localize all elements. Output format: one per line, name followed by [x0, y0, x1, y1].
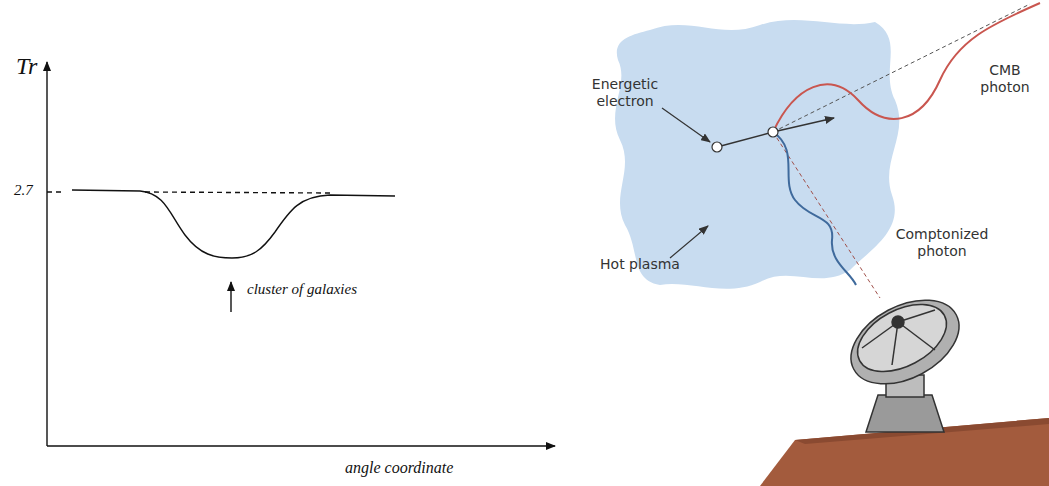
- temperature-plot: [47, 62, 555, 446]
- callout-label: Hot plasma: [600, 256, 680, 273]
- comptonized-photon-wave: [773, 132, 856, 285]
- hot-plasma-cloud: [615, 20, 899, 289]
- scatter-dot: [768, 127, 778, 137]
- outgoing-direction: [773, 132, 880, 298]
- axis-label: Tr: [16, 52, 37, 81]
- axis-label: angle coordinate: [345, 458, 453, 477]
- tick-value: 2.7: [14, 181, 33, 199]
- callout-label: Energetic electron: [580, 76, 670, 110]
- radio-antenna: [837, 283, 973, 432]
- callout-label: CMB photon: [965, 62, 1045, 96]
- annotation: cluster of galaxies: [247, 280, 357, 298]
- callout-label: Comptonized photon: [882, 226, 1002, 260]
- leader-line: [670, 226, 708, 258]
- electron-dot: [712, 142, 722, 152]
- leader-line: [662, 108, 710, 142]
